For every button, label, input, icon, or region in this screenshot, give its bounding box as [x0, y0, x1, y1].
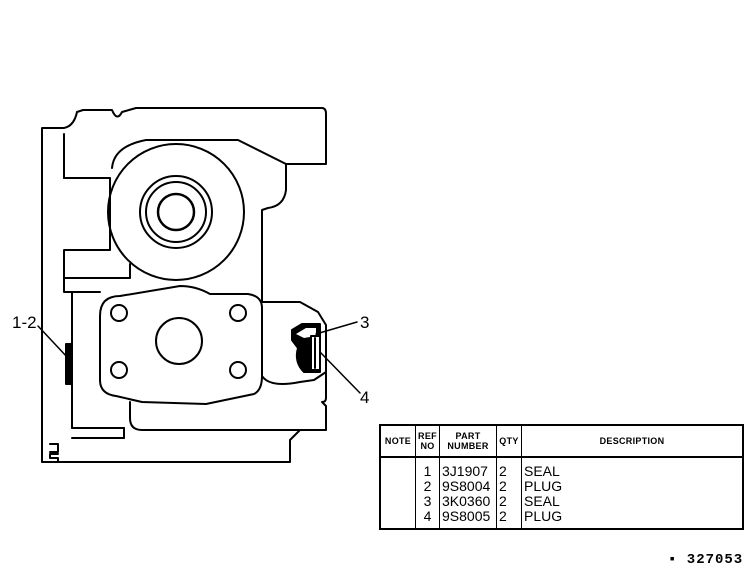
cell-ref: 1: [415, 457, 440, 479]
header-note: NOTE: [379, 424, 416, 458]
left-pocket: [63, 177, 131, 279]
lower-body: [129, 401, 301, 431]
bearing-boss-bore: [156, 192, 196, 232]
callout-label-1-2: 1-2: [12, 313, 37, 332]
cell-qty: 2: [496, 479, 522, 494]
bearing-boss-outer: [107, 143, 245, 281]
table-row: 3 3K0360 2 SEAL: [379, 494, 744, 509]
cell-note: [379, 457, 416, 479]
callout-label-4: 4: [360, 388, 370, 407]
illustration-number: ▪ 327053: [668, 552, 744, 568]
cell-note: [379, 509, 416, 529]
flange-bolt-hole: [229, 361, 247, 379]
cell-ref: 3: [415, 494, 440, 509]
cell-ref: 4: [415, 509, 440, 529]
housing-outline: [41, 107, 327, 463]
table-row: 2 9S8004 2 PLUG: [379, 479, 744, 494]
cell-description: SEAL: [521, 494, 744, 509]
cell-qty: 2: [496, 457, 522, 479]
leader-line-4: [319, 351, 361, 394]
cell-description: PLUG: [521, 509, 744, 529]
header-part-number: PART NUMBER: [439, 424, 497, 458]
header-description: DESCRIPTION: [521, 424, 744, 458]
flange-center-port: [155, 317, 203, 365]
header-ref-no: REF NO: [415, 424, 440, 458]
cell-part-number: 9S8005: [439, 509, 497, 529]
cs-marking: [49, 443, 59, 463]
cell-part-number: 9S8004: [439, 479, 497, 494]
left-pocket-lower: [63, 277, 101, 293]
cell-note: [379, 479, 416, 494]
bearing-boss-ring-inner: [145, 181, 207, 243]
leader-line-1-2: [37, 325, 69, 359]
bearing-boss-ring: [139, 175, 213, 249]
table-row: 4 9S8005 2 PLUG: [379, 509, 744, 529]
flange-bolt-hole: [229, 304, 247, 322]
cell-note: [379, 494, 416, 509]
cell-qty: 2: [496, 509, 522, 529]
flange-bolt-hole: [110, 361, 128, 379]
cell-qty: 2: [496, 494, 522, 509]
parts-table-header-row: NOTE REF NO PART NUMBER QTY DESCRIPTION: [379, 424, 744, 458]
leader-line-3: [315, 321, 358, 335]
cell-part-number: 3K0360: [439, 494, 497, 509]
cell-ref: 2: [415, 479, 440, 494]
header-qty: QTY: [496, 424, 522, 458]
side-plug-marker: [65, 343, 72, 385]
parts-table: NOTE REF NO PART NUMBER QTY DESCRIPTION …: [379, 424, 744, 530]
flange-bolt-hole: [110, 304, 128, 322]
cell-part-number: 3J1907: [439, 457, 497, 479]
flange-plate: [99, 285, 263, 405]
cell-description: SEAL: [521, 457, 744, 479]
cell-description: PLUG: [521, 479, 744, 494]
table-row: 1 3J1907 2 SEAL: [379, 457, 744, 479]
upper-boss-outline: [111, 139, 287, 169]
callout-label-3: 3: [360, 313, 370, 332]
lower-body-right: [261, 371, 327, 385]
